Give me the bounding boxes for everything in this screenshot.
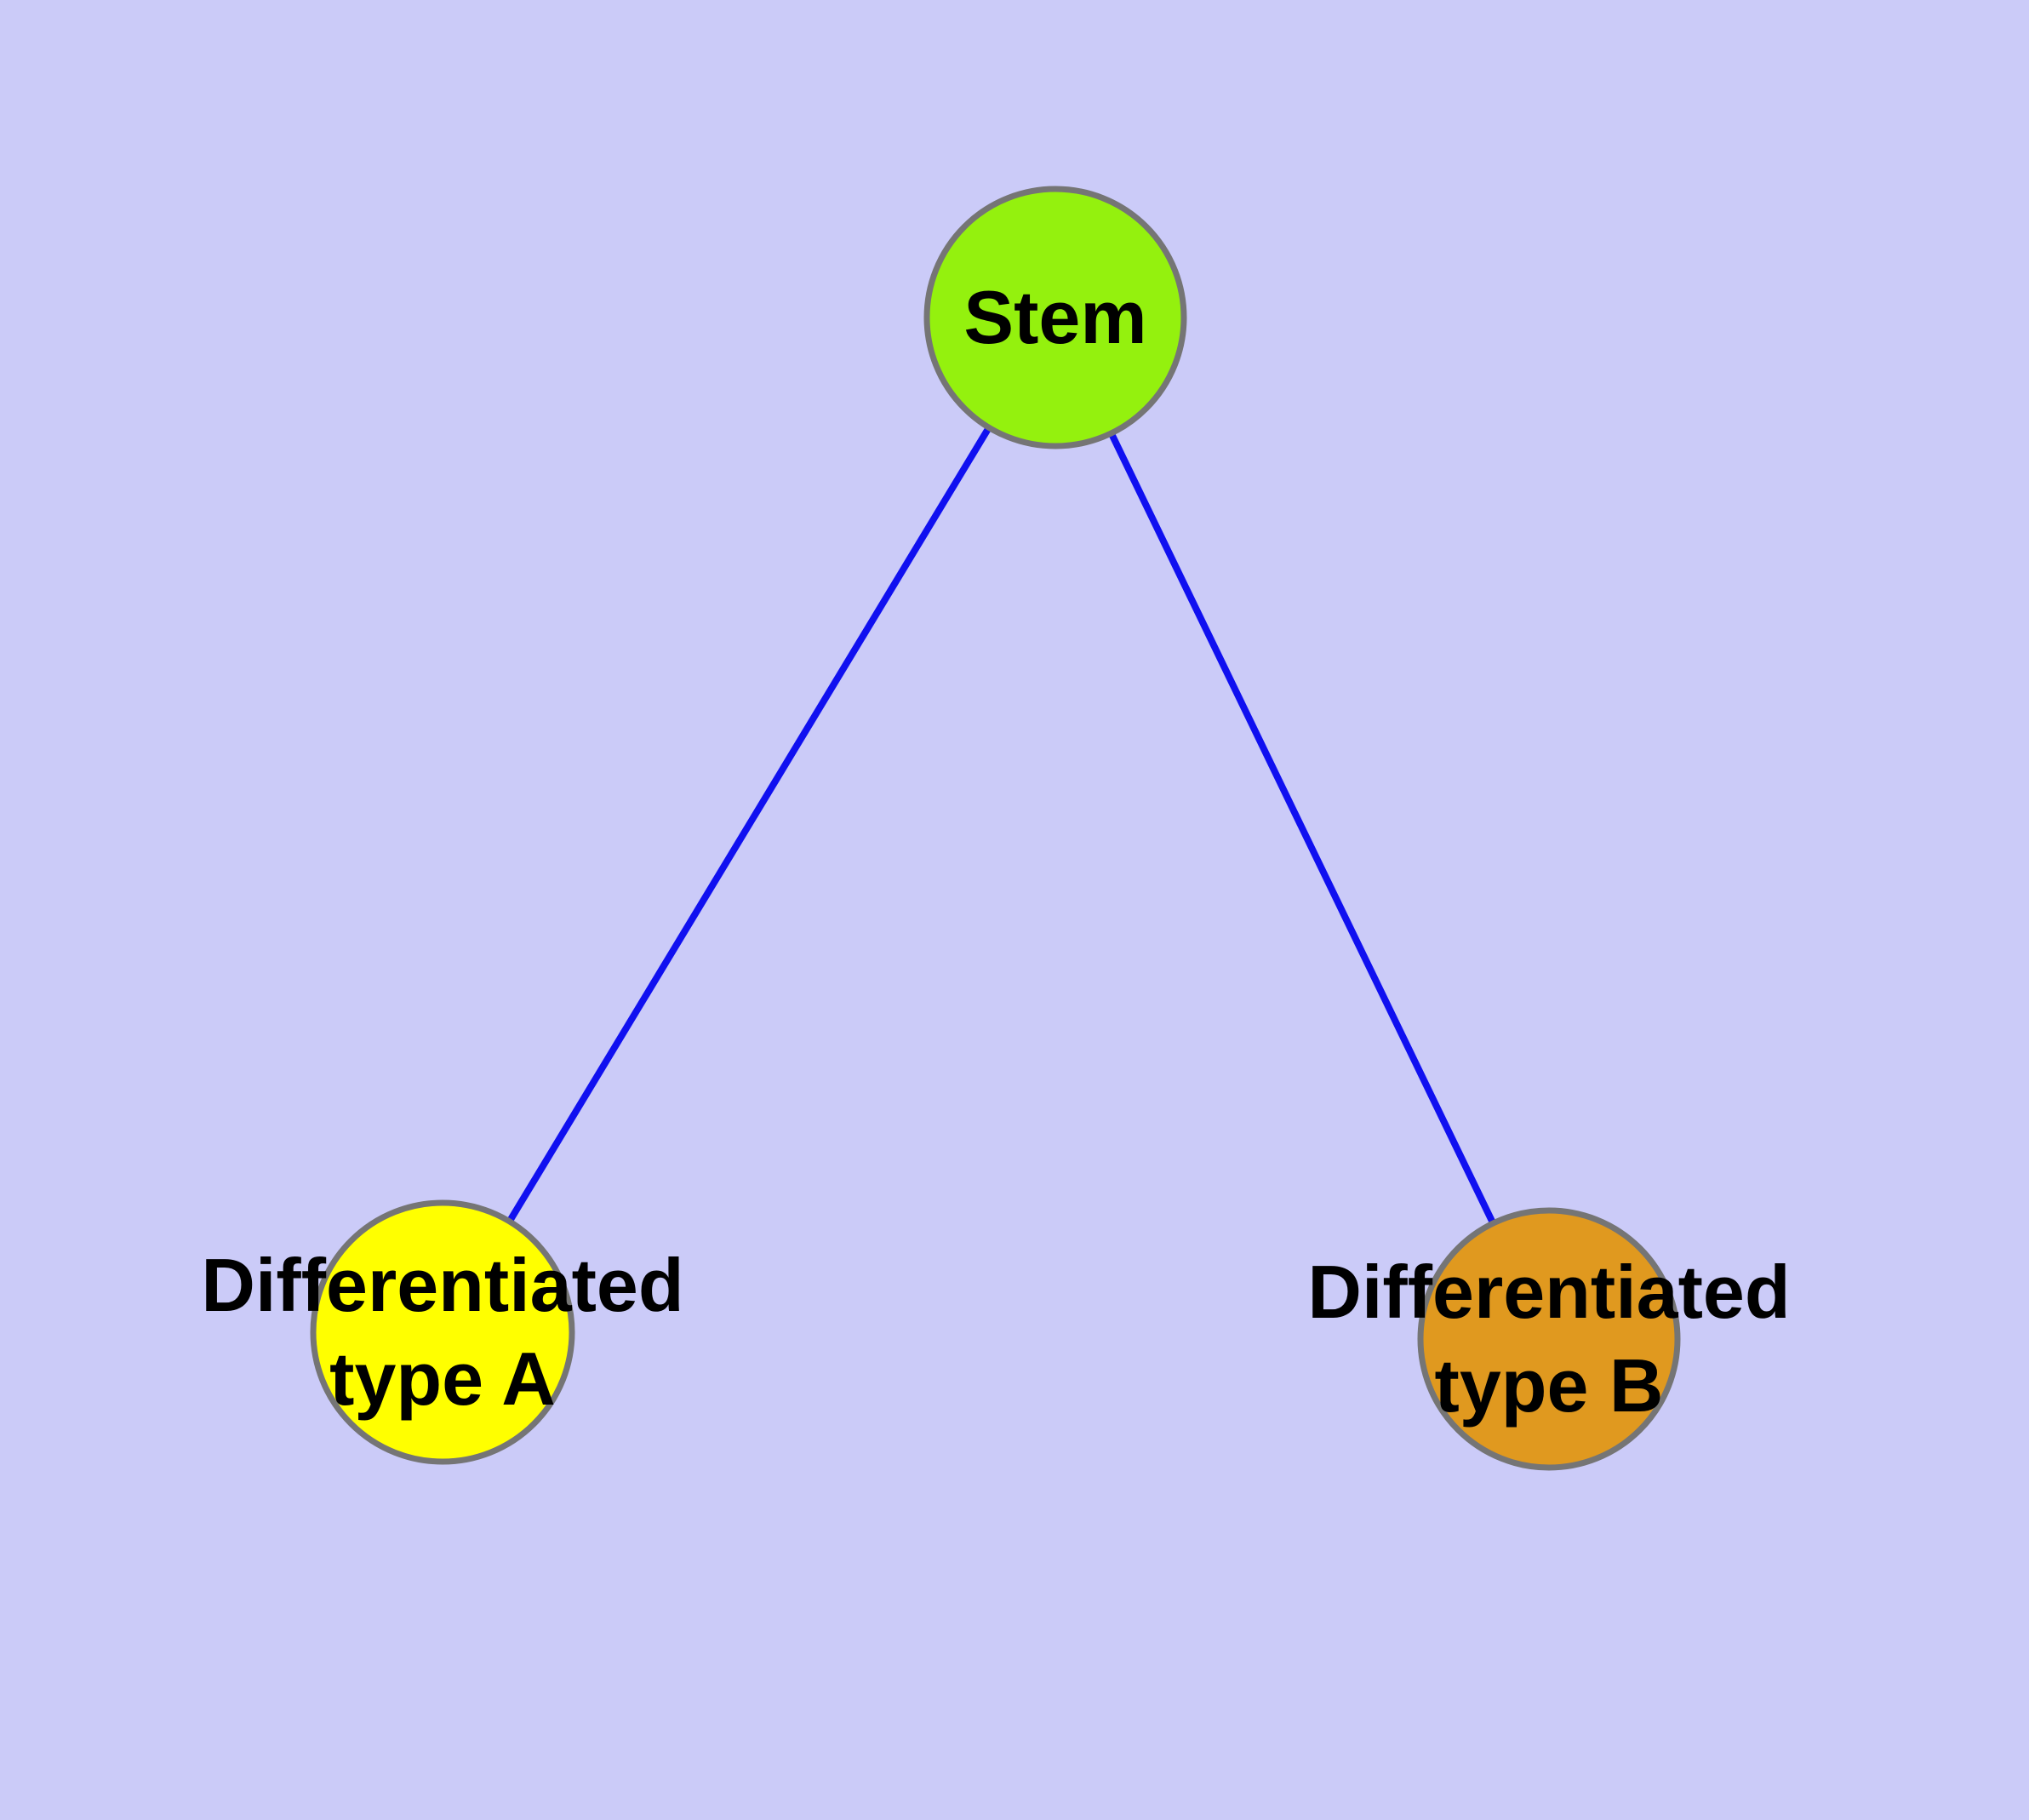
edge-stem-type-b xyxy=(1052,316,1552,1341)
node-circle-type-b xyxy=(1417,1207,1681,1471)
node-circle-stem xyxy=(923,186,1187,449)
edge-stem-type-a xyxy=(439,315,1059,1335)
node-circle-type-a xyxy=(310,1199,575,1465)
